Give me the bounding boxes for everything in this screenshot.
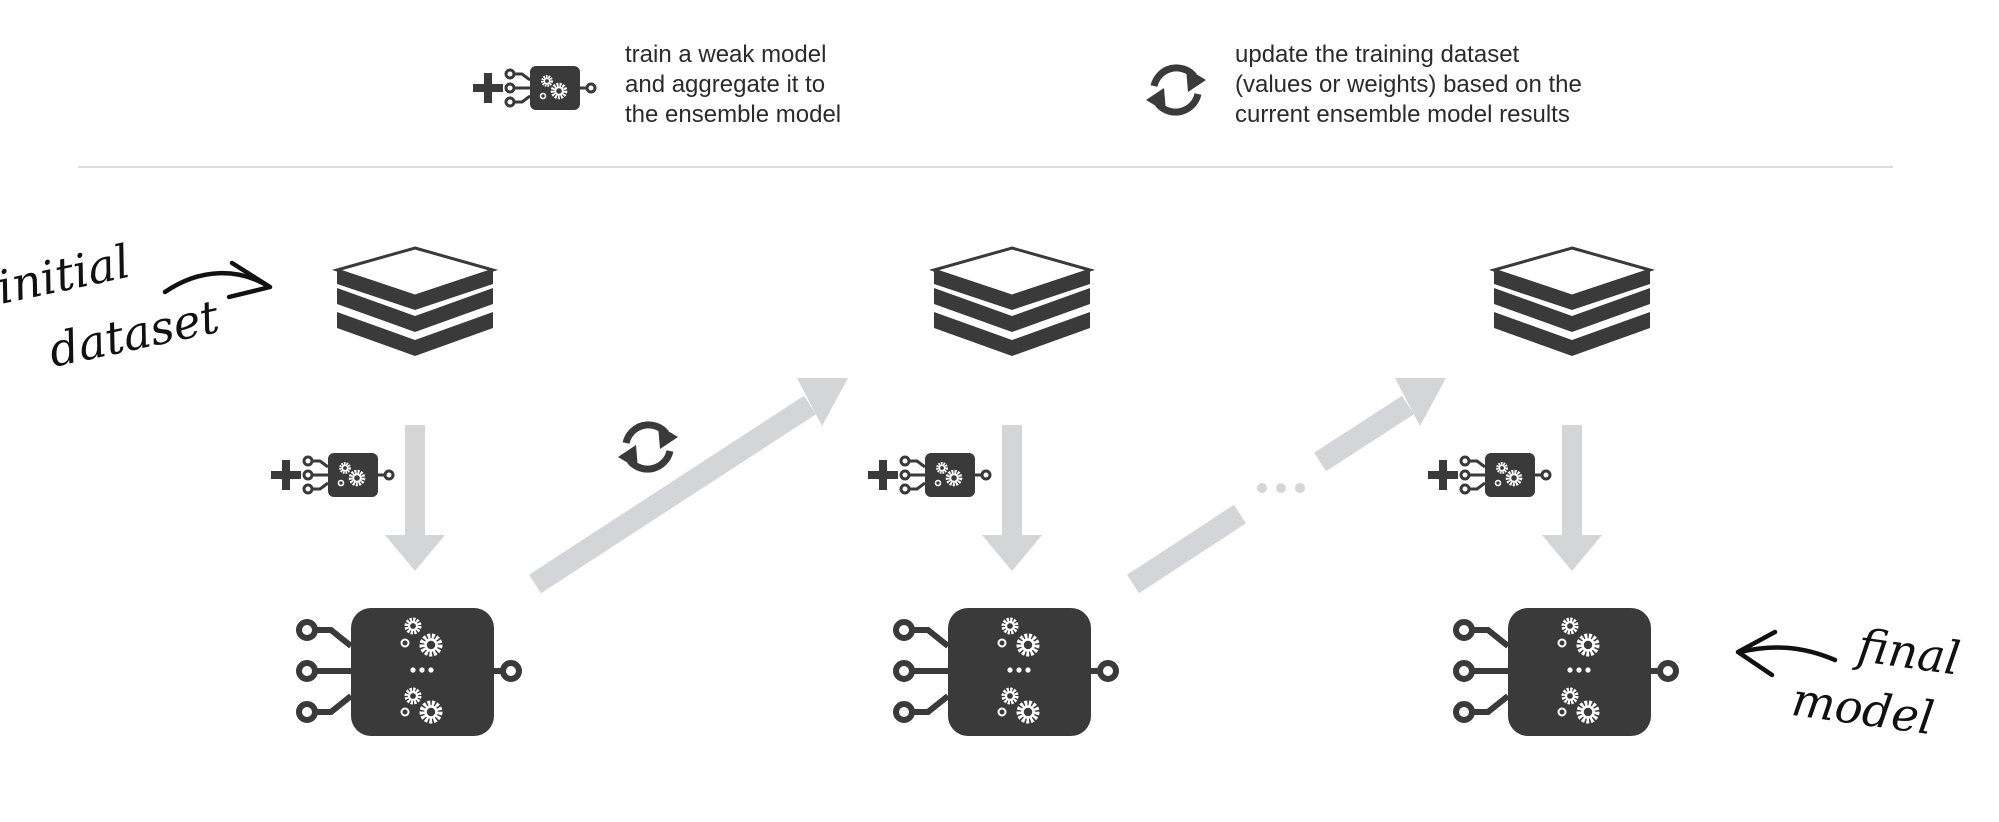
train-weak-model-icon-n [1428, 453, 1550, 497]
dataset-icon-n [1492, 246, 1652, 358]
train-weak-model-icon-1 [271, 453, 393, 497]
legend-update-text: update the training dataset (values or w… [1235, 41, 1582, 128]
dataset-icon-2 [932, 246, 1092, 358]
update-refresh-icon [618, 425, 678, 469]
ellipsis-dot [1295, 483, 1305, 493]
update-arrow-2 [1126, 378, 1446, 594]
ensemble-model-icon-1 [299, 608, 519, 736]
update-arrow-1 [528, 378, 848, 594]
legend-train-text: train a weak model and aggregate it to t… [625, 41, 842, 128]
down-arrow-1 [385, 425, 445, 571]
ellipsis-dot [1276, 483, 1286, 493]
ellipsis-dot [1257, 483, 1267, 493]
initial-dataset-arrow-icon [162, 260, 273, 300]
ensemble-model-icon-2 [896, 608, 1116, 736]
train-weak-model-icon-2 [868, 453, 990, 497]
final-model-arrow-icon [1735, 629, 1838, 678]
legend-refresh-icon [1146, 68, 1206, 112]
dataset-icon-1 [335, 246, 495, 358]
legend-train-icon [473, 66, 595, 110]
ensemble-model-icon-n [1456, 608, 1676, 736]
down-arrow-n [1542, 425, 1602, 571]
down-arrow-2 [982, 425, 1042, 571]
